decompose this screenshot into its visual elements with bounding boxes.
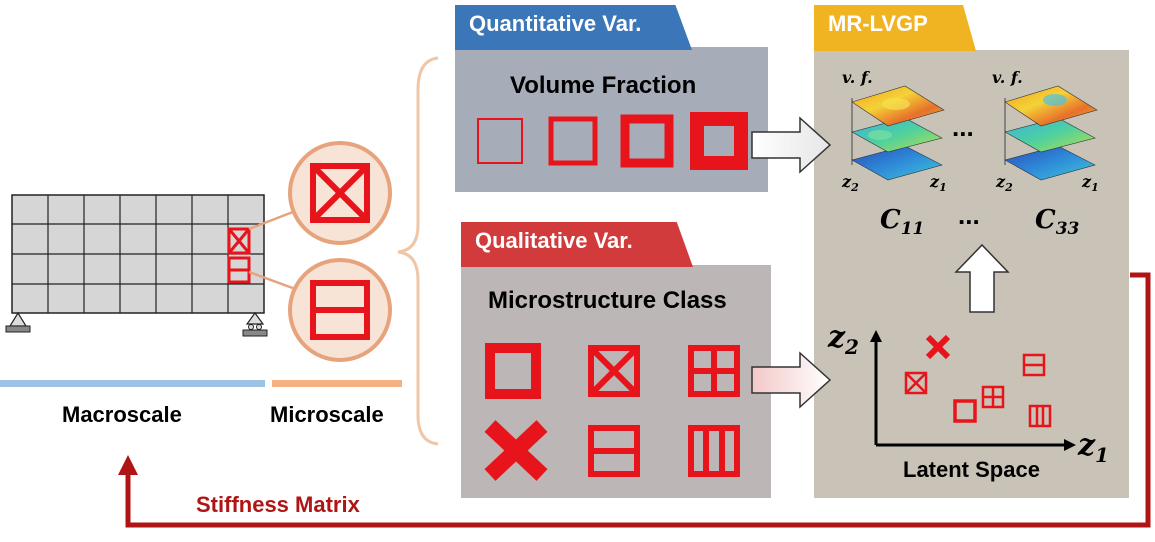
axis-z1-right: z1 bbox=[1082, 172, 1099, 195]
c11-label: C11 bbox=[880, 205, 925, 240]
latent-points bbox=[904, 334, 1052, 428]
arrow-latent-up bbox=[954, 243, 1010, 313]
quant-tab-label: Quantitative Var. bbox=[469, 11, 642, 36]
axis-z2-left: z2 bbox=[842, 172, 859, 195]
latent-z1-label: z1 bbox=[1078, 428, 1109, 467]
axis-z2-right: z2 bbox=[996, 172, 1013, 195]
macroscale-label: Macroscale bbox=[62, 402, 182, 427]
axis-z1-left: z1 bbox=[930, 172, 947, 195]
arrow-quant-to-model bbox=[751, 116, 832, 174]
c33-label: C33 bbox=[1035, 205, 1080, 240]
qual-panel-title: Microstructure Class bbox=[488, 287, 727, 314]
latent-axes bbox=[870, 330, 1076, 451]
vf-label-right: v. f. bbox=[992, 68, 1023, 87]
microscale-bar bbox=[272, 380, 402, 387]
ellipsis-mid: ... bbox=[958, 200, 980, 230]
zoom-circle-split bbox=[288, 258, 392, 362]
latent-z2-label: z2 bbox=[828, 320, 859, 359]
curly-brace bbox=[397, 56, 439, 446]
macro-frame-grid bbox=[11, 194, 265, 314]
latent-space-label: Latent Space bbox=[903, 457, 1040, 482]
qual-tab-label: Qualitative Var. bbox=[475, 228, 633, 253]
quant-tab: Quantitative Var. bbox=[455, 5, 692, 50]
support-left-icon bbox=[5, 311, 31, 333]
microscale-label: Microscale bbox=[270, 402, 384, 427]
microstructure-symbols bbox=[484, 343, 740, 481]
vf-label-left: v. f. bbox=[842, 68, 873, 87]
qual-tab: Qualitative Var. bbox=[461, 222, 693, 267]
macro-highlight-cells bbox=[227, 227, 251, 284]
arrow-qual-to-model bbox=[751, 351, 832, 409]
support-right-icon bbox=[242, 311, 268, 337]
surface-stack-right bbox=[1004, 85, 1098, 181]
ellipsis-top: ... bbox=[952, 112, 974, 142]
surface-stack-left bbox=[851, 85, 945, 181]
stiffness-feedback-arrow bbox=[118, 272, 1151, 528]
stiffness-matrix-label: Stiffness Matrix bbox=[196, 492, 360, 517]
zoom-circle-cross bbox=[288, 141, 392, 245]
quant-panel-title: Volume Fraction bbox=[510, 72, 697, 99]
mrlvgp-tab: MR-LVGP bbox=[814, 5, 976, 51]
macroscale-bar bbox=[0, 380, 265, 387]
mrlvgp-tab-label: MR-LVGP bbox=[828, 11, 928, 36]
volume-fraction-squares bbox=[477, 112, 748, 170]
